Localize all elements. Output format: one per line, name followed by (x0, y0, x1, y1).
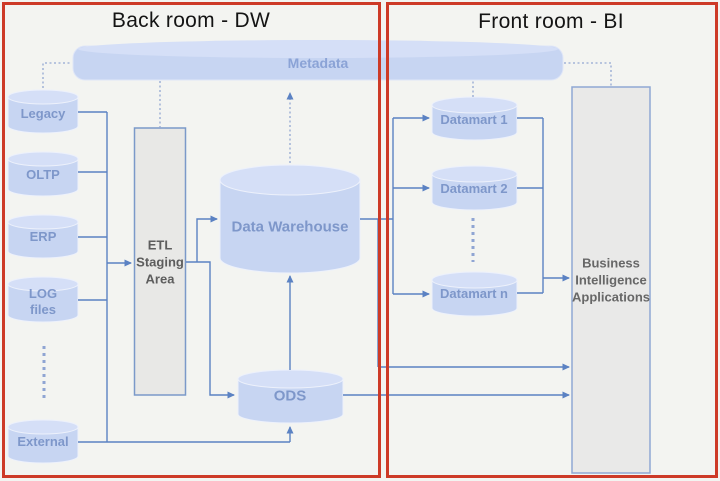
log-files-cylinder (7, 276, 79, 323)
etl-to-dw-arrow (196, 215, 218, 262)
legacy-cylinder (7, 89, 79, 134)
metadata-dotted-links (42, 62, 612, 163)
ellipsis-marks (42, 218, 475, 398)
external-cylinder (7, 419, 79, 464)
erp-cylinder (7, 214, 79, 259)
etl-staging-box (133, 127, 187, 396)
oltp-cylinder (7, 151, 79, 197)
metadata-cylinder (72, 40, 564, 81)
legacy-to-metadata-dotted (42, 62, 71, 88)
ods-cylinder (237, 369, 344, 424)
datamart-1-cylinder (431, 96, 518, 141)
bi-applications-box (571, 86, 651, 474)
datamart-n-cylinder (431, 271, 518, 317)
data-warehouse-cylinder (219, 164, 361, 274)
metadata-to-bi-dotted (564, 62, 612, 86)
datamart-2-cylinder (431, 165, 518, 211)
etl-to-ods-arrow (186, 261, 235, 399)
